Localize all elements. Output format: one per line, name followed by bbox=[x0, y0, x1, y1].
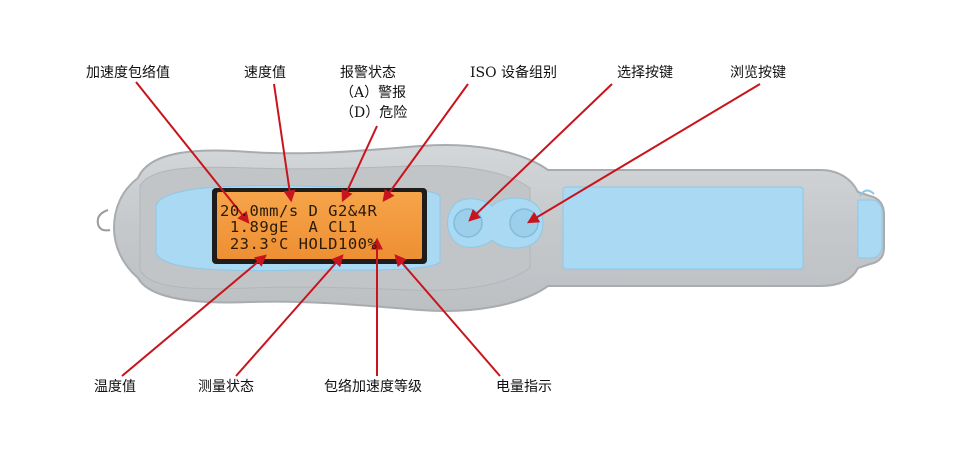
label-battery: 电量指示 bbox=[496, 379, 552, 395]
lcd-screen bbox=[217, 192, 422, 259]
label-alarm-a: （A）警报 bbox=[340, 85, 407, 101]
arrow-select-key bbox=[468, 83, 613, 222]
end-cap-tab bbox=[859, 189, 875, 197]
label-browse-key: 浏览按键 bbox=[730, 65, 786, 81]
arrow-measure-status bbox=[235, 254, 344, 377]
label-iso-group: ISO 设备组别 bbox=[470, 65, 558, 81]
lcd-line-3: 23.3°C HOLD100% bbox=[220, 235, 378, 253]
arrow-battery bbox=[394, 254, 501, 377]
arrow-peak-accel bbox=[135, 81, 250, 224]
lcd-line-1: 20.0mm/s D G2&4R bbox=[220, 202, 378, 220]
arrow-browse-key bbox=[526, 83, 761, 224]
arrow-alarm-status bbox=[341, 125, 378, 203]
arrow-velocity bbox=[273, 83, 296, 203]
browse-button[interactable] bbox=[509, 208, 539, 238]
lcd-line-2: 1.89gE A CL1 bbox=[220, 218, 358, 236]
label-velocity: 速度值 bbox=[244, 65, 286, 81]
arrow-temperature bbox=[121, 254, 267, 377]
label-select-key: 选择按键 bbox=[617, 65, 673, 81]
label-alarm-d: （D）危险 bbox=[340, 105, 408, 121]
label-alarm-status: 报警状态 bbox=[340, 65, 396, 81]
annotation-arrows bbox=[121, 81, 761, 377]
label-envelope-grade: 包络加速度等级 bbox=[324, 379, 422, 395]
side-clip bbox=[96, 209, 111, 232]
label-peak-accel: 加速度包络值 bbox=[86, 65, 170, 81]
arrow-iso-group bbox=[382, 83, 469, 202]
label-window bbox=[562, 186, 804, 270]
label-temperature: 温度值 bbox=[94, 379, 136, 395]
label-measure-status: 测量状态 bbox=[198, 379, 254, 395]
end-cap bbox=[857, 199, 883, 259]
